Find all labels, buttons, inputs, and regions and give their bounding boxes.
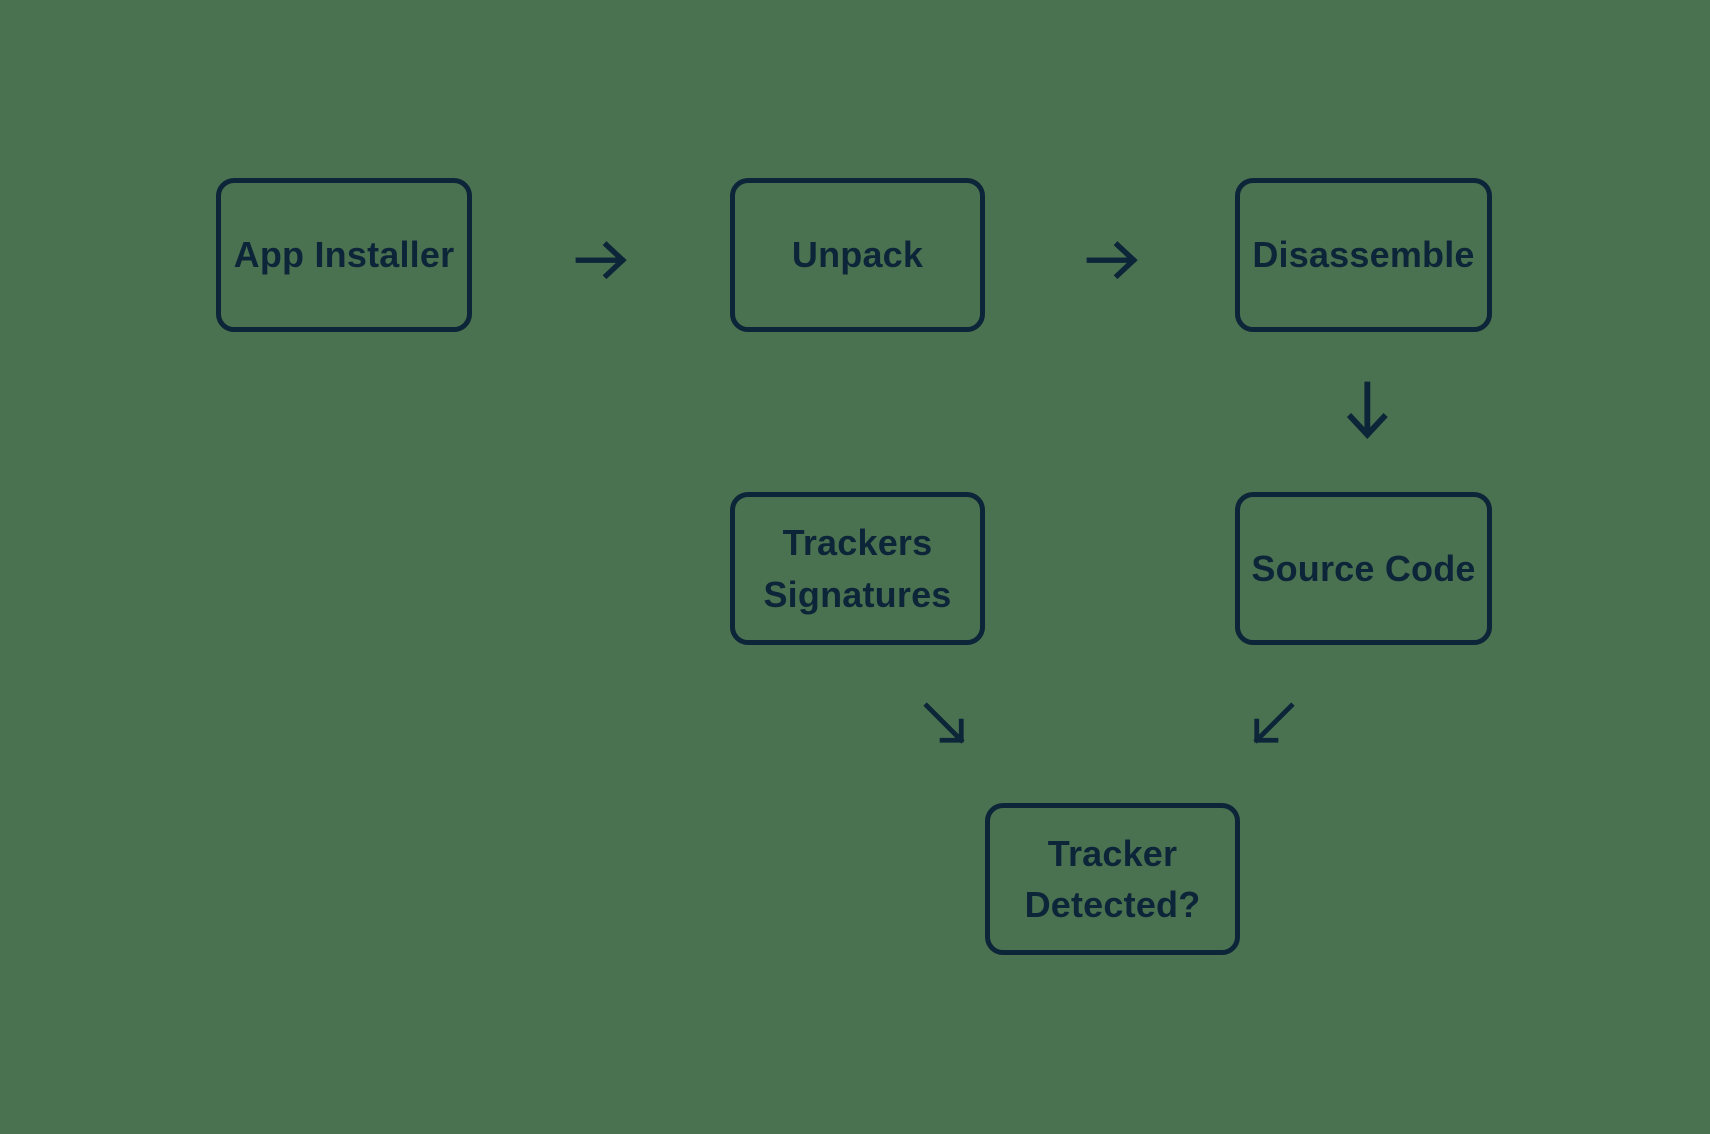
- node-app-installer[interactable]: App Installer: [216, 178, 472, 332]
- arrow-disassemble-to-source: [1337, 381, 1393, 439]
- node-label-trackers-signatures: Trackers Signatures: [763, 522, 952, 615]
- node-label-tracker-detected: Tracker Detected?: [1024, 832, 1201, 925]
- arrow-source-to-tracker: [1251, 700, 1297, 746]
- node-tracker-detected[interactable]: Tracker Detected?: [985, 803, 1240, 955]
- arrow-unpack-to-disassemble: [1085, 232, 1138, 284]
- node-source-code[interactable]: Source Code: [1235, 492, 1492, 645]
- arrow-signatures-to-tracker: [921, 700, 967, 746]
- node-label-unpack: Unpack: [791, 234, 924, 276]
- node-label-app-installer: App Installer: [233, 234, 455, 276]
- node-disassemble[interactable]: Disassemble: [1235, 178, 1492, 332]
- node-unpack[interactable]: Unpack: [730, 178, 985, 332]
- node-label-disassemble: Disassemble: [1252, 234, 1475, 276]
- node-label-source-code: Source Code: [1251, 547, 1476, 589]
- node-trackers-signatures[interactable]: Trackers Signatures: [730, 492, 985, 645]
- arrow-app-installer-to-unpack: [574, 232, 627, 284]
